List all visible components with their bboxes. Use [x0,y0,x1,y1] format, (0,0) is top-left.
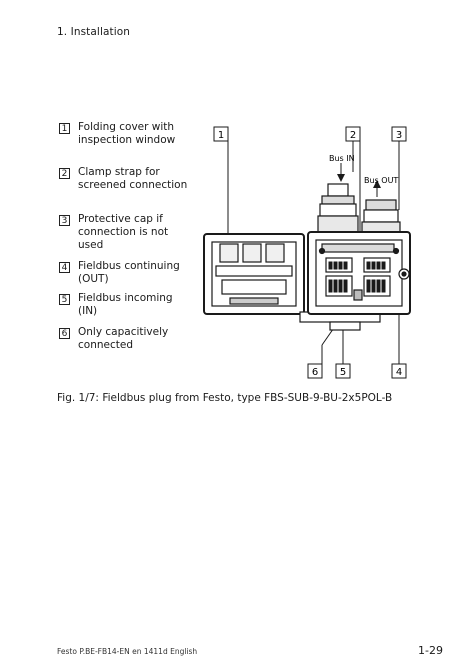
legend-item-1: 1 Folding cover with inspection window [59,121,188,147]
callout-number-6: 6 [312,367,318,378]
legend-text: Protective cap if connection is not used [78,213,169,251]
legend-text: Fieldbus continuing (OUT) [78,260,180,285]
legend-text: Only capacitively connected [78,326,169,351]
fieldbus-plug-drawing: 1 2 3 6 5 4 Bus IN Bus OUT [203,126,411,379]
bus-in-label: Bus IN [329,154,355,163]
callout-number-5: 5 [340,367,346,378]
callout-number-1: 1 [218,130,224,141]
legend-text: Fieldbus incoming (IN) [78,292,173,317]
bus-out-label: Bus OUT [364,176,398,185]
legend-number: 2 [59,168,70,179]
legend-text: Clamp strap for screened connection [78,166,188,191]
legend-number: 3 [59,215,70,226]
callout-number-2: 2 [350,130,356,141]
callout-number-4: 4 [396,367,402,378]
legend-text: Folding cover with inspection window [78,121,176,146]
callout-number-3: 3 [396,130,402,141]
legend-item-3: 3 Protective cap if connection is not us… [59,213,188,251]
figure-caption-text: Fieldbus plug from Festo, type FBS-SUB-9… [102,392,393,404]
footer-document-id: Festo P.BE-FB14-EN en 1411d English [57,647,198,656]
figure-caption: Fig. 1/7: Fieldbus plug from Festo, type… [57,392,392,404]
legend-number: 5 [59,294,70,305]
legend-item-5: 5 Fieldbus incoming (IN) [59,292,188,318]
callout-box-1 [213,126,229,142]
legend-number: 4 [59,262,70,273]
legend-item-2: 2 Clamp strap for screened connection [59,166,188,192]
section-header: 1. Installation [57,26,131,38]
legend-item-4: 4 Fieldbus continuing (OUT) [59,260,188,286]
legend-item-6: 6 Only capacitively connected [59,326,188,352]
page-number: 1-29 [418,644,443,657]
legend-number: 6 [59,328,70,339]
legend-number: 1 [59,123,70,134]
callout-box-6 [307,363,323,379]
figure-label: Fig. 1/7: [57,392,99,404]
